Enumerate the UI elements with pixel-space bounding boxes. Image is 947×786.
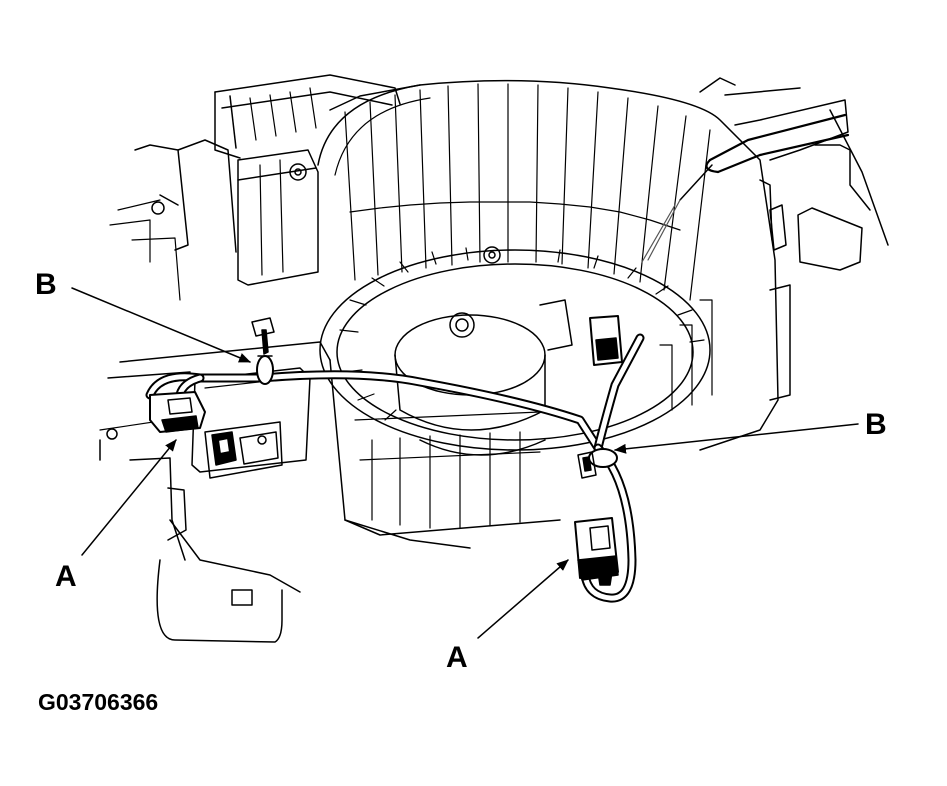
arrow-a-left — [81, 439, 177, 556]
harness-clamp-upper — [251, 317, 275, 385]
wire-harness — [145, 333, 645, 603]
connector-right — [574, 517, 619, 586]
resistor-bracket — [204, 421, 283, 479]
callout-a-right-label: A — [446, 641, 468, 674]
right-housing — [641, 77, 889, 411]
arrow-a-right — [477, 559, 569, 639]
arrow-b-right — [614, 423, 859, 454]
arrow-b-upper — [71, 287, 251, 363]
connector-upper-right — [589, 315, 623, 366]
blower-housing-case — [99, 74, 561, 643]
harness-clamp-right — [577, 448, 618, 479]
callout-a-left-label: A — [55, 560, 77, 593]
figure-code: G03706366 — [38, 689, 158, 715]
blower-fan-housing — [317, 79, 779, 456]
callout-b-right-label: B — [865, 408, 887, 441]
callout-b-upper-label: B — [35, 268, 57, 301]
connector-left — [149, 391, 206, 433]
leader-arrows — [71, 287, 859, 639]
